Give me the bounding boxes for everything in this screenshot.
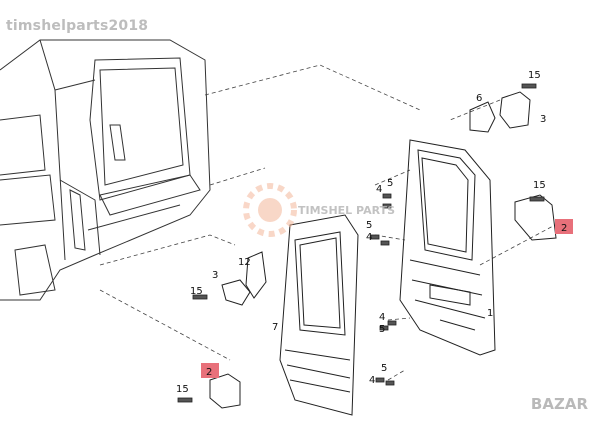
- callout-15-top: 15: [528, 70, 541, 81]
- watermark-bazar: BAZAR: [530, 395, 588, 413]
- callout-3-left: 3: [212, 270, 218, 281]
- callout-15-right: 15: [533, 180, 546, 191]
- callout-6: 6: [476, 93, 482, 104]
- callout-15-left: 15: [190, 286, 203, 297]
- left-rear-door: [279, 214, 359, 416]
- callout-5-bot: 5: [381, 363, 387, 374]
- callout-4-mid: 4: [376, 184, 382, 195]
- callout-2-right: 2: [561, 223, 567, 234]
- callout-5-mid: 5: [387, 178, 393, 189]
- watermark-center: TIMSHEL PARTS: [298, 204, 395, 217]
- callout-5-low: 5: [379, 324, 385, 335]
- watermark-top-left: timshelparts2018: [6, 18, 149, 34]
- callout-4-left: 4: [366, 232, 372, 243]
- timshel-logo-icon: [243, 183, 297, 237]
- van-body: [0, 39, 211, 301]
- callout-1: 1: [487, 308, 493, 319]
- right-rear-door: [399, 139, 496, 356]
- callout-4-low: 4: [379, 312, 385, 323]
- callout-numbers: 15 6 3 4 5 15 2 4 5 12 3 15 7 1 4 5 4 5 …: [176, 70, 567, 395]
- callout-5-left: 5: [366, 220, 372, 231]
- hinge-parts: [209, 91, 557, 409]
- callout-2-bottom: 2: [206, 367, 212, 378]
- bolts: [177, 83, 545, 403]
- highlight-box-part-2-bottom: [201, 363, 219, 378]
- callout-4-bot: 4: [369, 375, 375, 386]
- callout-12: 12: [238, 257, 251, 268]
- highlight-box-part-2-right: [555, 219, 573, 234]
- callout-7: 7: [272, 322, 278, 333]
- callout-15-bottom: 15: [176, 384, 189, 395]
- callout-3-top: 3: [540, 114, 546, 125]
